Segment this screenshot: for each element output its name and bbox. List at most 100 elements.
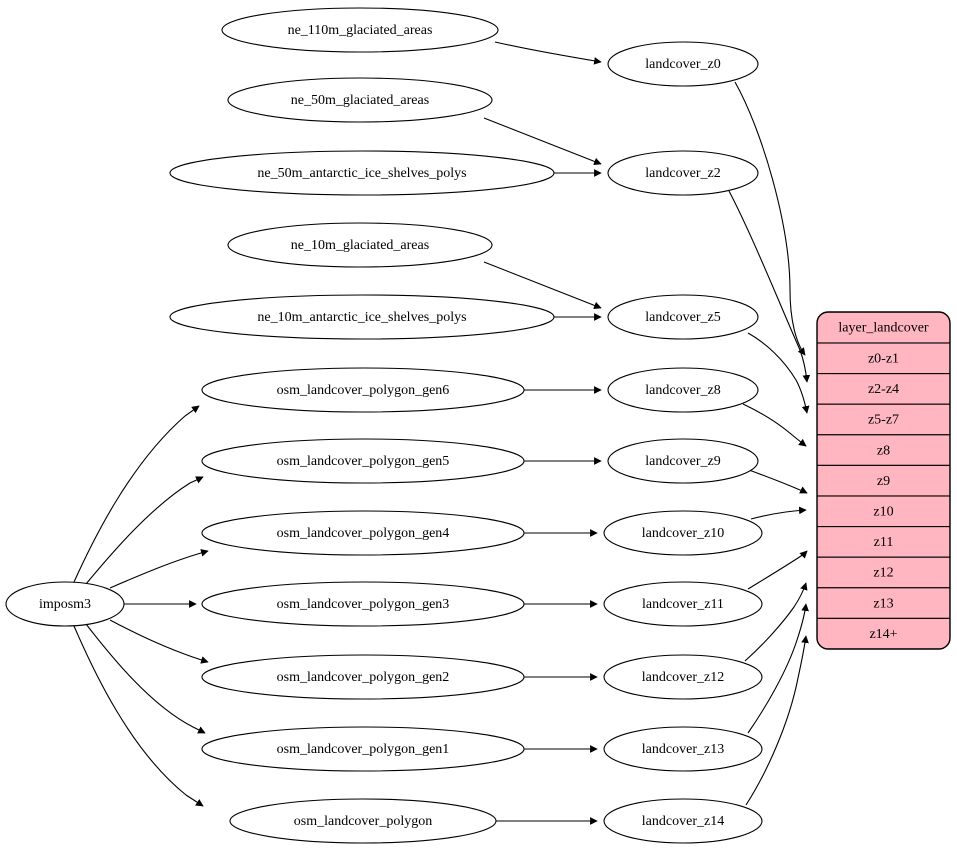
edge-path [109,549,209,589]
landcover-node-landcover_z14[interactable]: landcover_z14 [603,798,763,844]
edge-path [85,623,206,734]
dataset-node-osm_landcover_polygon_gen3[interactable]: osm_landcover_polygon_gen3 [201,581,525,627]
node-ellipse [201,654,525,700]
table-row-z12[interactable] [817,556,950,589]
node-ellipse [201,367,525,413]
nodes-layer: imposm3 ne_110m_glaciated_areas ne_50m_gla… [5,7,763,844]
node-ellipse [603,510,763,556]
landcover-node-landcover_z5[interactable]: landcover_z5 [607,294,759,340]
table-row-label: z10 [873,505,893,520]
edge-path [109,619,209,664]
edge-ne_50m_glaciated_areas-to-landcover_z2 [483,117,602,166]
table-row-label: z12 [873,566,893,581]
source-node-imposm3[interactable]: imposm3 [5,581,125,627]
dataset-node-ne_10m_glaciated_areas[interactable]: ne_10m_glaciated_areas [227,222,493,268]
node-ellipse [227,77,493,123]
node-label: landcover_z9 [645,454,720,469]
edge-landcover_z0-to-z0-z1 [734,81,806,356]
edge-path [734,81,806,356]
node-label: ne_110m_glaciated_areas [288,23,433,38]
edge-landcover_z13-to-z13 [747,603,809,734]
node-label: osm_landcover_polygon_gen5 [277,454,450,469]
dataset-node-osm_landcover_polygon_gen5[interactable]: osm_landcover_polygon_gen5 [201,438,525,484]
dataset-node-osm_landcover_polygon_gen1[interactable]: osm_landcover_polygon_gen1 [201,726,525,772]
edge-imposm3-to-osm_landcover_polygon_gen1 [85,623,206,734]
node-ellipse [603,654,763,700]
node-ellipse [201,581,525,627]
edge-path [747,550,808,590]
table-row-label: z2-z4 [868,382,899,397]
edge-path [745,635,809,806]
layer-landcover-table: z0-z1z2-z4z5-z7z8z9z10z11z12z13z14+layer… [816,311,951,650]
node-ellipse [607,41,759,87]
table-row-z0-z1[interactable] [817,342,950,375]
node-label: landcover_z12 [642,670,724,685]
edge-landcover_z9-to-z9 [748,469,808,494]
node-label: landcover_z11 [642,597,724,612]
table-row-label: z5-z7 [868,413,899,428]
edge-imposm3-to-osm_landcover_polygon_gen5 [85,476,204,585]
node-label: landcover_z10 [642,526,724,541]
dataset-node-ne_10m_antarctic_ice_shelves_polys[interactable]: ne_10m_antarctic_ice_shelves_polys [169,294,555,340]
edge-landcover_z5-to-z5-z7 [747,332,810,414]
dataset-node-ne_50m_antarctic_ice_shelves_polys[interactable]: ne_50m_antarctic_ice_shelves_polys [169,150,555,196]
table-rows-group: z0-z1z2-z4z5-z7z8z9z10z11z12z13z14+layer… [817,312,950,649]
node-ellipse [607,294,759,340]
edge-path [73,625,204,807]
node-ellipse [603,581,763,627]
edge-path [494,41,602,65]
node-label: landcover_z5 [645,310,720,325]
landcover-node-landcover_z0[interactable]: landcover_z0 [607,41,759,87]
edge-path [742,403,807,447]
node-ellipse [607,150,759,196]
edge-imposm3-to-osm_landcover_polygon_gen4 [109,549,209,589]
node-ellipse [5,581,125,627]
edge-landcover_z12-to-z12 [744,582,808,662]
node-label: landcover_z2 [645,166,720,181]
table-header-label: layer_landcover [838,321,929,336]
edge-ne_10m_glaciated_areas-to-landcover_z5 [483,261,602,310]
node-ellipse [201,726,525,772]
edge-path [748,469,808,494]
node-ellipse [607,367,759,413]
table-row-z13[interactable] [817,587,950,619]
landcover-node-landcover_z2[interactable]: landcover_z2 [607,150,759,196]
landcover-node-landcover_z12[interactable]: landcover_z12 [603,654,763,700]
dataset-node-osm_landcover_polygon_gen4[interactable]: osm_landcover_polygon_gen4 [201,510,525,556]
dataset-node-ne_110m_glaciated_areas[interactable]: ne_110m_glaciated_areas [221,7,499,53]
node-label: osm_landcover_polygon [294,814,432,829]
dataset-node-osm_landcover_polygon_gen6[interactable]: osm_landcover_polygon_gen6 [201,367,525,413]
node-label: landcover_z8 [645,383,720,398]
node-label: osm_landcover_polygon_gen6 [277,383,450,398]
node-label: ne_50m_antarctic_ice_shelves_polys [257,166,466,181]
landcover-node-landcover_z8[interactable]: landcover_z8 [607,367,759,413]
landcover-node-landcover_z10[interactable]: landcover_z10 [603,510,763,556]
edge-imposm3-to-osm_landcover_polygon [73,625,204,807]
node-ellipse [227,222,493,268]
edge-path [747,332,810,414]
landcover-node-landcover_z9[interactable]: landcover_z9 [607,438,759,484]
node-ellipse [201,438,525,484]
dataset-node-osm_landcover_polygon[interactable]: osm_landcover_polygon [229,798,497,844]
dataset-node-osm_landcover_polygon_gen2[interactable]: osm_landcover_polygon_gen2 [201,654,525,700]
node-label: ne_10m_antarctic_ice_shelves_polys [257,310,466,325]
node-ellipse [603,798,763,844]
edge-landcover_z8-to-z8 [742,403,807,447]
node-label: imposm3 [39,597,91,612]
node-ellipse [603,726,763,772]
table-row-z14+[interactable] [817,617,950,649]
node-ellipse [221,7,499,53]
edge-imposm3-to-osm_landcover_polygon_gen6 [73,405,200,583]
table-row-label: z9 [877,474,890,489]
table-row-label: z8 [877,443,890,458]
node-ellipse [201,510,525,556]
edge-path [483,117,602,166]
landcover-node-landcover_z11[interactable]: landcover_z11 [603,581,763,627]
landcover-node-landcover_z13[interactable]: landcover_z13 [603,726,763,772]
node-label: ne_10m_glaciated_areas [291,238,429,253]
edge-imposm3-to-osm_landcover_polygon_gen2 [109,619,209,664]
node-label: osm_landcover_polygon_gen2 [277,670,450,685]
dataset-node-ne_50m_glaciated_areas[interactable]: ne_50m_glaciated_areas [227,77,493,123]
table-row-label: z13 [873,596,893,611]
